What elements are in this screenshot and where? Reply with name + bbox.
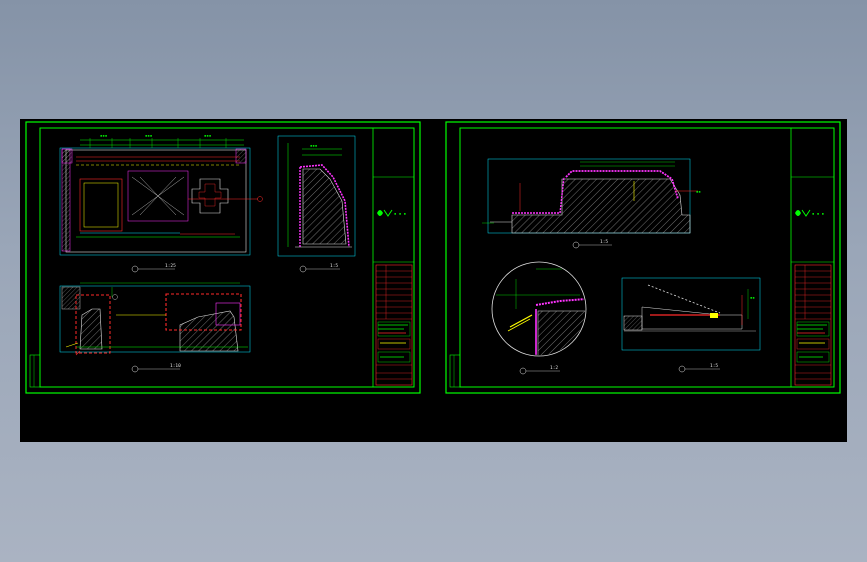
sheet-1-title-table <box>375 264 413 386</box>
view-label: 1:10 <box>170 363 181 369</box>
svg-text:▪▪▪: ▪▪▪ <box>310 143 317 148</box>
svg-text:▪ ▪ ▪: ▪ ▪ ▪ <box>394 211 406 216</box>
svg-text:▪▪: ▪▪ <box>750 295 755 300</box>
cad-viewport[interactable]: ▪ ▪ ▪ <box>20 119 847 442</box>
svg-text:▪▪▪: ▪▪▪ <box>100 133 107 138</box>
svg-text:▪▪▪: ▪▪▪ <box>145 133 152 138</box>
sheet-2-title-table <box>794 264 832 386</box>
sheet-2-title-block: ▪ ▪ ▪ <box>790 127 835 388</box>
sheet-1-plan-view[interactable]: ▪▪▪ ▪▪▪ ▪▪▪ 1:25 <box>59 133 263 273</box>
sheet-1-binding-strip <box>29 354 41 388</box>
cad-drawing-canvas: ▪ ▪ ▪ <box>25 121 841 394</box>
view-label: 1:25 <box>165 263 176 269</box>
view-label: 1:2 <box>550 365 558 371</box>
view-label: 1:5 <box>710 363 718 369</box>
section-marker-icon <box>519 367 527 375</box>
sheet-1-outer-border <box>25 121 421 394</box>
svg-text:▪▪: ▪▪ <box>696 189 701 194</box>
sheet-2-edge-section-view[interactable]: ▪▪ 1:5 <box>621 277 761 373</box>
section-marker-icon <box>572 241 580 249</box>
sheet-2-binding-strip <box>449 354 461 388</box>
view-label: 1:5 <box>600 239 608 245</box>
section-marker-icon <box>131 365 139 373</box>
sheet-1-section-view[interactable]: ▪▪▪ 1:5 <box>277 135 356 273</box>
svg-text:▪▪▪: ▪▪▪ <box>204 133 211 138</box>
logo-icon: ▪ ▪ ▪ <box>377 209 406 217</box>
svg-text:▪ ▪ ▪: ▪ ▪ ▪ <box>812 211 824 216</box>
sheet-2-section-view[interactable]: ▪▪ 1:5 <box>482 158 701 249</box>
sheet-2-detail-circle-view[interactable]: 1:2 <box>491 261 598 375</box>
section-marker-icon <box>299 265 307 273</box>
sheet-1-title-block: ▪ ▪ ▪ <box>372 127 415 388</box>
section-marker-icon[interactable] <box>257 196 263 202</box>
section-marker-icon <box>131 265 139 273</box>
sheet-2-outer-border <box>445 121 841 394</box>
sheet-1-elevation-view[interactable]: 1:10 <box>59 282 251 373</box>
sheet-2[interactable]: ▪ ▪ ▪ <box>445 121 841 394</box>
view-label: 1:5 <box>330 263 338 269</box>
sheet-1[interactable]: ▪ ▪ ▪ <box>25 121 421 394</box>
logo-icon: ▪ ▪ ▪ <box>795 209 824 217</box>
section-marker-icon <box>678 365 686 373</box>
